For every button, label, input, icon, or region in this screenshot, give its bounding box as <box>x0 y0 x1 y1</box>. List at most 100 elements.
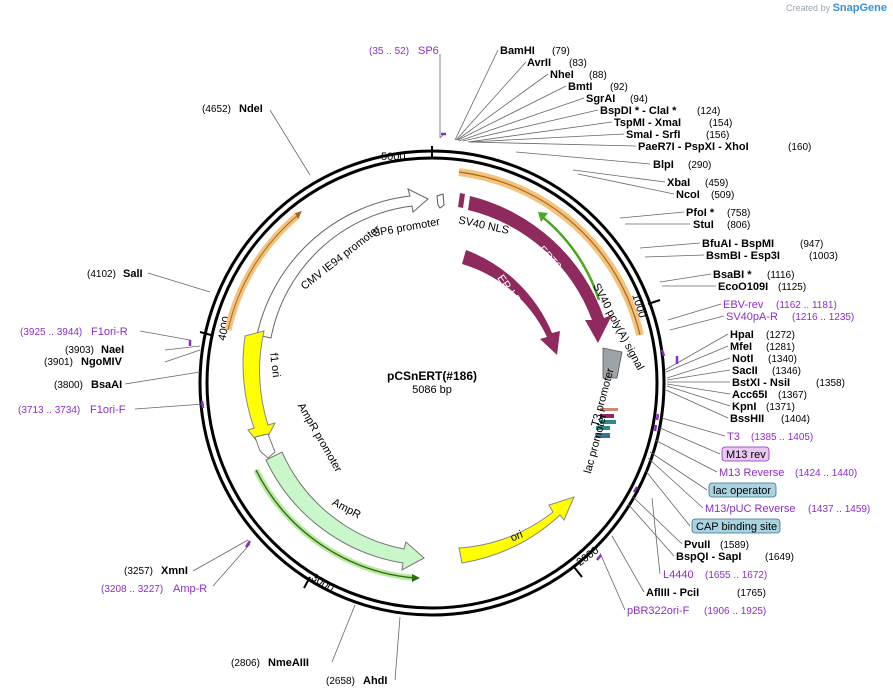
snapgene-brand: SnapGene <box>832 2 887 14</box>
site-sali: SalI <box>123 268 143 280</box>
svg-text:(1216 .. 1235): (1216 .. 1235) <box>792 312 854 323</box>
site-afliii-pcii: AflIII - PciI <box>646 587 699 599</box>
site-bspdi-clai: BspDI * - ClaI * <box>600 105 677 117</box>
site-ahdi: AhdI <box>363 675 387 687</box>
site-avrii: AvrII <box>527 57 551 69</box>
sp6-promoter-label: SP6 promoter <box>372 216 441 240</box>
primer-sp6: SP6 <box>418 45 439 57</box>
svg-text:(3925 .. 3944): (3925 .. 3944) <box>20 327 82 338</box>
svg-text:(35 .. 52): (35 .. 52) <box>369 46 409 57</box>
svg-text:(459): (459) <box>705 178 728 189</box>
tick-2000: 2000 <box>574 544 601 568</box>
site-noti: NotI <box>732 353 753 365</box>
svg-text:(1272): (1272) <box>766 330 795 341</box>
svg-text:(3208 .. 3227): (3208 .. 3227) <box>101 584 163 595</box>
site-tspmi-xmai: TspMI - XmaI <box>614 117 681 129</box>
left-site-labels: (4652) NdeI (4102) SalI (3903) NaeI (390… <box>44 103 387 687</box>
svg-text:(88): (88) <box>589 70 607 81</box>
primer-sv40pa-r: SV40pA-R <box>726 311 778 323</box>
label-cap-binding-site: CAP binding site <box>696 521 777 533</box>
site-smai-srfi: SmaI - SrfI <box>626 129 680 141</box>
site-sgrai: SgrAI <box>586 93 615 105</box>
site-blpi: BlpI <box>653 159 674 171</box>
plasmid-name: pCSnERT(#186) <box>387 369 477 383</box>
svg-text:(1589): (1589) <box>720 540 749 551</box>
f1-ori-arrow[interactable] <box>242 330 276 449</box>
ampr-arrow[interactable] <box>265 451 425 571</box>
svg-text:(1367): (1367) <box>778 390 807 401</box>
site-bsshii: BssHII <box>730 413 764 425</box>
svg-text:(1003): (1003) <box>809 251 838 262</box>
site-mfei: MfeI <box>730 341 752 353</box>
site-nmeaiii: NmeAIII <box>268 657 309 669</box>
f1-ori-label: f1 ori <box>267 352 282 378</box>
er-lbd-arrow[interactable] <box>462 250 560 355</box>
svg-text:(160): (160) <box>788 142 811 153</box>
primer-marks <box>188 132 679 561</box>
svg-text:(1424 .. 1440): (1424 .. 1440) <box>795 468 857 479</box>
ampr-label: AmpR <box>330 496 363 521</box>
boxed-feature-labels: M13 rev lac operator CAP binding site <box>691 446 781 534</box>
svg-text:(1371): (1371) <box>766 402 795 413</box>
leader-lines <box>124 49 731 681</box>
site-bfuai-bspmi: BfuAI - BspMI <box>702 238 774 250</box>
lac-promoter-label: lac promoter <box>582 412 610 474</box>
ori-arrow[interactable] <box>458 496 575 564</box>
svg-text:(1346): (1346) <box>772 366 801 377</box>
site-bsabi: BsaBI * <box>713 269 752 281</box>
site-bsmbi-esp3i: BsmBI - Esp3I <box>706 250 780 262</box>
cmv-promoter-arrow[interactable] <box>256 188 429 339</box>
site-xbai: XbaI <box>667 177 690 189</box>
site-paer7i-pspxi-xhoi: PaeR7I - PspXI - XhoI <box>638 141 749 153</box>
svg-text:(1116): (1116) <box>767 270 794 281</box>
ert2-arrow[interactable] <box>468 196 612 343</box>
site-stui: StuI <box>693 219 714 231</box>
svg-text:(290): (290) <box>688 160 711 171</box>
svg-text:(1404): (1404) <box>781 414 810 425</box>
svg-text:(154): (154) <box>709 118 732 129</box>
svg-text:(94): (94) <box>630 94 648 105</box>
svg-text:(2658): (2658) <box>326 676 355 687</box>
svg-text:(3901): (3901) <box>44 357 73 368</box>
right-primer-labels: EBV-rev (1162 .. 1181) SV40pA-R (1216 ..… <box>627 299 870 617</box>
site-bamhi: BamHI <box>500 45 535 57</box>
sv40-nls-block <box>458 193 465 208</box>
svg-text:(92): (92) <box>610 82 628 93</box>
site-bsaai: BsaAI <box>91 379 122 391</box>
svg-text:(1358): (1358) <box>816 378 845 389</box>
site-ngomiv: NgoMIV <box>81 356 123 368</box>
svg-text:(758): (758) <box>727 208 750 219</box>
svg-text:(2806): (2806) <box>231 658 260 669</box>
svg-text:(1281): (1281) <box>766 342 795 353</box>
site-bstxi-nsii: BstXI - NsiI <box>732 377 790 389</box>
svg-text:(806): (806) <box>727 220 750 231</box>
primer-f1ori-r: F1ori-R <box>91 326 128 338</box>
site-xmni: XmnI <box>161 565 188 577</box>
svg-text:(83): (83) <box>569 58 587 69</box>
svg-text:(3800): (3800) <box>54 380 83 391</box>
svg-text:(3903): (3903) <box>65 345 94 356</box>
site-bmti: BmtI <box>568 81 592 93</box>
svg-text:(1655 .. 1672): (1655 .. 1672) <box>705 570 767 581</box>
site-pvuii: PvuII <box>684 539 710 551</box>
site-hpai: HpaI <box>730 329 754 341</box>
svg-text:(4652): (4652) <box>202 104 231 115</box>
primer-m13-puc-reverse: M13/pUC Reverse <box>705 503 795 515</box>
tick-5000: 5000 <box>381 151 405 163</box>
primer-t3: T3 <box>727 431 740 443</box>
svg-text:(1162 .. 1181): (1162 .. 1181) <box>776 300 837 311</box>
label-lac-operator: lac operator <box>713 485 771 497</box>
site-ndei: NdeI <box>239 103 263 115</box>
svg-text:(509): (509) <box>711 190 734 201</box>
left-primer-labels: (35 .. 52) SP6 (3925 .. 3944) F1ori-R (3… <box>18 45 439 595</box>
primer-amp-r: Amp-R <box>173 583 207 595</box>
svg-text:(1906 .. 1925): (1906 .. 1925) <box>704 606 766 617</box>
svg-text:(1437 .. 1459): (1437 .. 1459) <box>808 504 870 515</box>
svg-text:(3713 .. 3734): (3713 .. 3734) <box>18 405 80 416</box>
site-kpni: KpnI <box>732 401 756 413</box>
sv40-polya-block <box>602 347 623 379</box>
svg-text:(4102): (4102) <box>87 269 116 280</box>
svg-text:(156): (156) <box>706 130 729 141</box>
svg-text:(124): (124) <box>697 106 720 117</box>
